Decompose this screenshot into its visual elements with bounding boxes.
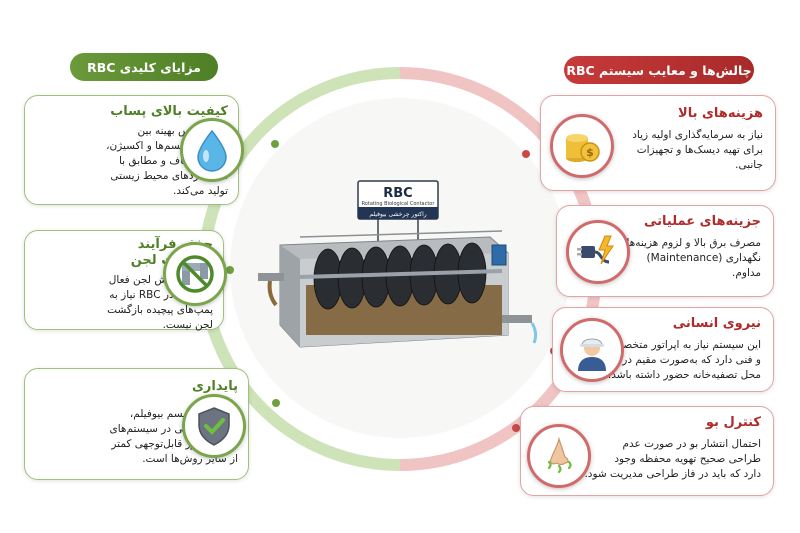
challenge-title: هزینه‌های بالا — [678, 106, 763, 121]
no-pipe-icon — [163, 242, 227, 306]
svg-text:$: $ — [586, 146, 594, 159]
worker-icon — [560, 318, 624, 382]
sign-persian: راکتور چرخشی بیوفیلم — [369, 211, 426, 218]
challenge-title: جزینه‌های عملیاتی — [644, 214, 761, 229]
coins-icon: $ — [550, 114, 614, 178]
challenge-title: نیروی انسانی — [672, 316, 761, 331]
rbc-illustration: RBC Rotating Biological Contactor راکتور… — [258, 180, 538, 348]
connector-dot — [512, 424, 520, 432]
benefits-header: مزایای کلیدی RBC — [70, 53, 218, 81]
connector-dot — [226, 266, 234, 274]
challenge-title: کنترل بو — [705, 415, 761, 430]
power-plug-icon — [566, 220, 630, 284]
challenges-header: چالش‌ها و معایب سیستم RBC — [564, 56, 754, 84]
sign-subtitle: Rotating Biological Contactor — [362, 201, 436, 207]
benefit-title: پایداری — [191, 379, 238, 394]
connector-dot — [272, 399, 280, 407]
connector-dot — [271, 140, 279, 148]
nose-odor-icon — [527, 424, 591, 488]
sign-title: RBC — [383, 186, 412, 201]
water-drop-icon — [180, 118, 244, 182]
shield-check-icon — [182, 394, 246, 458]
connector-dot — [522, 150, 530, 158]
benefit-title: کیفیت بالای پساب — [110, 104, 228, 119]
